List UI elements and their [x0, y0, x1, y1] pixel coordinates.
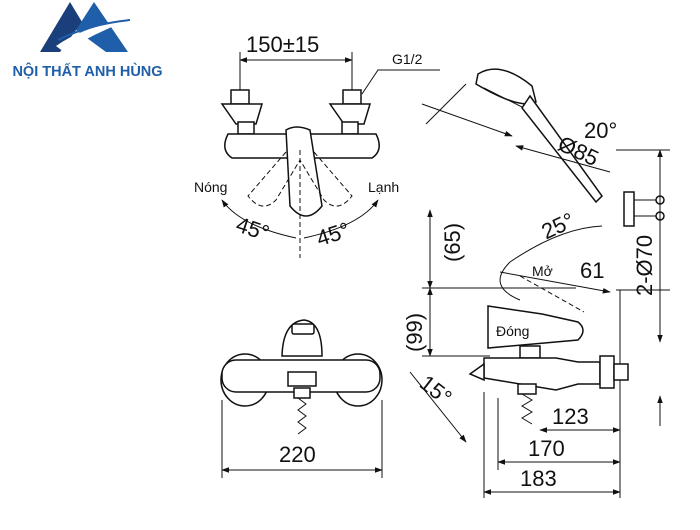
side-knob	[519, 345, 541, 359]
left-nut	[237, 121, 255, 135]
width-dim-label: 220	[279, 442, 316, 467]
handle-hot-position	[247, 151, 301, 207]
handle-height-label: (65)	[440, 223, 465, 262]
hot-angle-arc	[221, 199, 297, 239]
right-fitting-nut	[342, 89, 362, 105]
spout-angle-label: 15°	[415, 370, 457, 410]
side-connector	[599, 355, 615, 389]
shower-hose	[499, 225, 603, 301]
bracket-screws	[634, 199, 656, 217]
side-lever	[487, 305, 584, 349]
right-connector	[328, 103, 372, 125]
brand-logo: NỘI THẤT ANH HÙNG	[0, 0, 175, 85]
front-view: 220	[220, 319, 383, 478]
spout-dim-3-label: 183	[520, 466, 557, 491]
close-label: Đóng	[496, 323, 529, 339]
hose-nut	[293, 387, 311, 399]
spout-tip	[468, 362, 485, 382]
cold-angle-arc	[303, 199, 379, 239]
hot-angle-label: 45°	[233, 212, 272, 246]
lever-handle	[285, 126, 323, 217]
body-height-label: (99)	[402, 313, 427, 352]
spacing-dim-label: 150±15	[246, 32, 319, 57]
spout-dim-2-label: 170	[528, 436, 565, 461]
side-hose-thread	[521, 393, 533, 425]
left-connector	[220, 103, 264, 125]
diameter-dim-line	[515, 145, 611, 173]
side-nut	[613, 363, 629, 381]
thread-leader	[361, 69, 440, 95]
bracket-angle-label: 25°	[537, 208, 578, 245]
spout-angle-line	[409, 371, 467, 443]
handle-cap	[291, 323, 315, 335]
right-nut	[341, 121, 359, 135]
diverter-knob	[287, 371, 317, 387]
spout-dim-1-label: 123	[552, 404, 589, 429]
thread-label: G1/2	[392, 51, 423, 67]
bracket-height-label: 61	[580, 258, 604, 283]
shower-head	[475, 68, 537, 105]
hot-label: Nóng	[194, 179, 227, 195]
wall-bracket	[623, 191, 635, 227]
hose-dim-line	[499, 271, 611, 294]
handle-cold-position	[299, 151, 353, 207]
hose-thread	[297, 397, 307, 435]
side-body	[483, 357, 601, 391]
head-angle-leader	[425, 83, 467, 125]
side-hose-nut	[517, 383, 537, 395]
top-view: 150±15 G1/2 Nóng Lạnh 45°	[194, 32, 440, 258]
open-label: Mở	[532, 263, 553, 279]
side-view: 20° Ø85 25° 61 2-Ø70 (65) (	[402, 68, 670, 498]
flange-dim-label: 2-Ø70	[632, 235, 657, 296]
cold-label: Lạnh	[368, 179, 399, 195]
lever-open-position	[519, 275, 585, 313]
cold-angle-label: 45°	[313, 217, 352, 251]
logo-mark-icon	[40, 2, 134, 52]
head-dim-line	[421, 103, 513, 137]
left-fitting-nut	[230, 89, 250, 105]
shower-face	[483, 87, 525, 109]
brand-name: NỘI THẤT ANH HÙNG	[12, 64, 163, 80]
head-angle-label: 20°	[584, 118, 617, 143]
